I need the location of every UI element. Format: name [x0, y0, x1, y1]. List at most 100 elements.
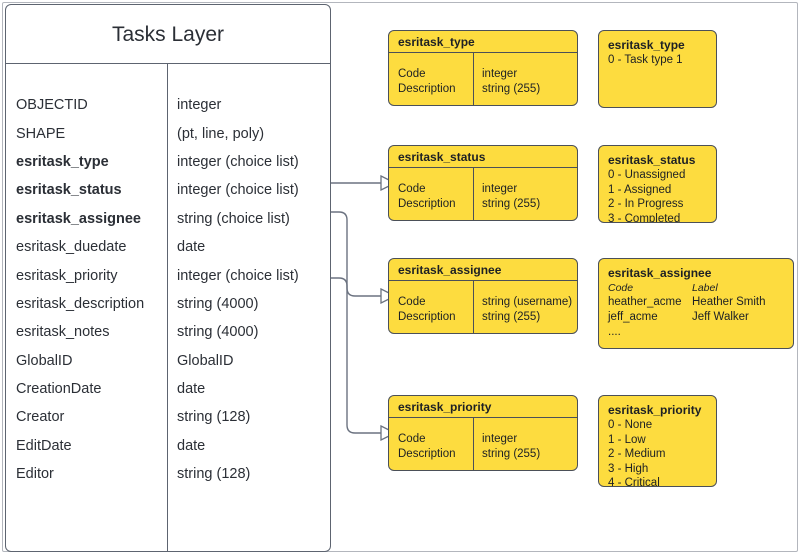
domain-cells: Code Description integer string (255) [389, 182, 577, 212]
entity-field-type: integer [177, 97, 222, 114]
entity-field-name: esritask_notes [16, 324, 110, 341]
entity-field-type: integer (choice list) [177, 182, 299, 199]
entity-field-type: integer (choice list) [177, 267, 299, 284]
value-line: 3 - High [608, 462, 649, 475]
value-box-title: esritask_status [608, 153, 696, 167]
value-line: 1 - Assigned [608, 183, 672, 196]
value-line: 3 - Completed [608, 212, 681, 223]
entity-field-name: esritask_duedate [16, 239, 127, 256]
value-box-esritask-assignee: esritask_assignee Code Label heather_acm… [598, 258, 794, 349]
value-line: 1 - Low [608, 433, 646, 446]
domain-box-esritask-status: esritask_status Code Description integer… [388, 145, 578, 221]
domain-cell-types: string (username) string (255) [473, 295, 572, 325]
entity-field-type: date [177, 381, 206, 398]
entity-field-row: esritask_priority integer (choice list) [6, 261, 330, 289]
value-line: 0 - Unassigned [608, 169, 686, 181]
domain-box-title: esritask_priority [389, 396, 577, 418]
entity-field-row: esritask_status integer (choice list) [6, 176, 330, 204]
entity-field-type: string (128) [177, 466, 251, 483]
value-line: 0 - Task type 1 [608, 54, 683, 66]
domain-type-description: string (255) [482, 198, 541, 210]
domain-field-description: Description [398, 448, 456, 460]
domain-cell-types: integer string (255) [473, 67, 540, 97]
value-box-title: esritask_priority [608, 403, 702, 417]
domain-field-description: Description [398, 198, 456, 210]
entity-field-row: esritask_notes string (4000) [6, 318, 330, 346]
entity-field-name: Creator [16, 409, 65, 426]
domain-cell-types: integer string (255) [473, 432, 540, 462]
domain-box-esritask-assignee: esritask_assignee Code Description strin… [388, 258, 578, 334]
entity-field-type: string (choice list) [177, 210, 290, 227]
value-header-code: Code [608, 282, 634, 294]
domain-type-code: integer [482, 183, 518, 195]
entity-field-row: OBJECTID integer [6, 91, 330, 119]
domain-type-code: string (username) [482, 296, 573, 308]
domain-cell-fields: Code Description [389, 182, 473, 212]
domain-column-divider [473, 53, 474, 105]
entity-field-name: esritask_assignee [16, 210, 141, 227]
domain-box-title: esritask_assignee [389, 259, 577, 281]
entity-field-type: GlobalID [177, 352, 234, 369]
value-box-esritask-type: esritask_type 0 - Task type 1 [598, 30, 717, 108]
domain-column-divider [473, 281, 474, 333]
value-box-title: esritask_type [608, 38, 685, 52]
entity-field-type: string (128) [177, 409, 251, 426]
domain-box-esritask-priority: esritask_priority Code Description integ… [388, 395, 578, 471]
value-table-row: heather_acme Heather Smith [608, 295, 784, 310]
domain-cell-types: integer string (255) [473, 182, 540, 212]
entity-field-row: CreationDate date [6, 375, 330, 403]
entity-field-name: OBJECTID [16, 97, 88, 114]
entity-field-name: esritask_priority [16, 267, 118, 284]
domain-type-description: string (255) [482, 83, 541, 95]
entity-field-type: date [177, 437, 206, 454]
value-line: 2 - Medium [608, 448, 666, 461]
value-box-esritask-status: esritask_status 0 - Unassigned 1 - Assig… [598, 145, 717, 223]
value-line: 2 - In Progress [608, 198, 684, 211]
domain-field-code: Code [398, 68, 426, 80]
entity-field-name: esritask_description [16, 295, 145, 312]
domain-cell-fields: Code Description [389, 432, 473, 462]
domain-box-title: esritask_status [389, 146, 577, 168]
entity-field-row: Creator string (128) [6, 403, 330, 431]
entity-field-row: SHAPE(pt, line, poly) [6, 119, 330, 147]
entity-field-type: string (4000) [177, 324, 259, 341]
entity-column-divider [167, 64, 168, 551]
entity-field-name: SHAPE [16, 125, 66, 142]
value-header-label: Label [692, 282, 718, 294]
value-cell-code: heather_acme [608, 296, 682, 308]
domain-field-description: Description [398, 311, 456, 323]
entity-field-name: esritask_status [16, 182, 122, 199]
entity-field-name: CreationDate [16, 381, 102, 398]
domain-cell-fields: Code Description [389, 295, 473, 325]
entity-field-name: GlobalID [16, 352, 73, 369]
domain-column-divider [473, 418, 474, 470]
value-box-title: esritask_assignee [608, 266, 712, 280]
entity-field-row: GlobalID GlobalID [6, 347, 330, 375]
value-cell-label: Jeff Walker [692, 310, 749, 323]
value-box-esritask-priority: esritask_priority 0 - None 1 - Low 2 - M… [598, 395, 717, 487]
value-line: 0 - None [608, 419, 653, 431]
domain-box-body: Code Description integer string (255) [389, 168, 577, 220]
domain-box-body: Code Description integer string (255) [389, 53, 577, 105]
entity-field-row: esritask_duedate date [6, 233, 330, 261]
value-table-header: Code Label [608, 281, 784, 295]
domain-type-description: string (255) [482, 448, 541, 460]
domain-field-code: Code [398, 183, 426, 195]
entity-field-type: date [177, 239, 206, 256]
domain-type-code: integer [482, 433, 518, 445]
entity-field-name: esritask_type [16, 153, 109, 170]
entity-field-row: esritask_assignee string (choice list) [6, 205, 330, 233]
domain-cells: Code Description integer string (255) [389, 67, 577, 97]
domain-field-description: Description [398, 83, 456, 95]
value-table-row: jeff_acme Jeff Walker [608, 310, 784, 325]
domain-column-divider [473, 168, 474, 220]
domain-box-esritask-type: esritask_type Code Description integer s… [388, 30, 578, 106]
domain-cell-fields: Code Description [389, 67, 473, 97]
